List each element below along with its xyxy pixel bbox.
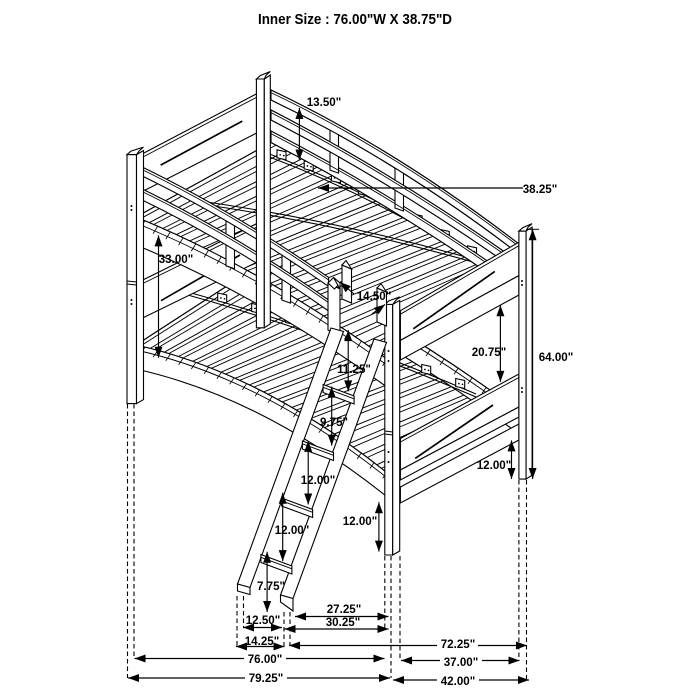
svg-text:30.25": 30.25"	[326, 616, 361, 629]
svg-text:12.00": 12.00"	[275, 524, 310, 537]
svg-text:14.25": 14.25"	[245, 635, 280, 648]
svg-text:72.25": 72.25"	[441, 638, 476, 651]
svg-text:38.25": 38.25"	[523, 183, 558, 196]
svg-text:Inner Size : 76.00"W X 38.75"D: Inner Size : 76.00"W X 38.75"D	[258, 11, 452, 28]
svg-text:12.00": 12.00"	[301, 474, 336, 487]
svg-text:14.50": 14.50"	[357, 290, 392, 303]
svg-text:64.00": 64.00"	[539, 351, 574, 364]
svg-text:33.00": 33.00"	[159, 253, 194, 266]
svg-text:42.00": 42.00"	[441, 675, 476, 688]
svg-text:9.75": 9.75"	[320, 416, 348, 429]
svg-text:27.25": 27.25"	[327, 603, 362, 616]
svg-text:7.75": 7.75"	[257, 580, 285, 593]
svg-text:11.25": 11.25"	[337, 363, 371, 376]
svg-text:12.50": 12.50"	[246, 614, 281, 627]
svg-text:12.00": 12.00"	[343, 515, 378, 528]
svg-text:79.25": 79.25"	[249, 672, 284, 685]
svg-text:37.00": 37.00"	[444, 656, 479, 669]
svg-text:12.00": 12.00"	[477, 459, 512, 472]
svg-text:20.75": 20.75"	[472, 346, 507, 359]
svg-text:76.00": 76.00"	[248, 653, 283, 666]
svg-text:13.50": 13.50"	[307, 96, 342, 109]
